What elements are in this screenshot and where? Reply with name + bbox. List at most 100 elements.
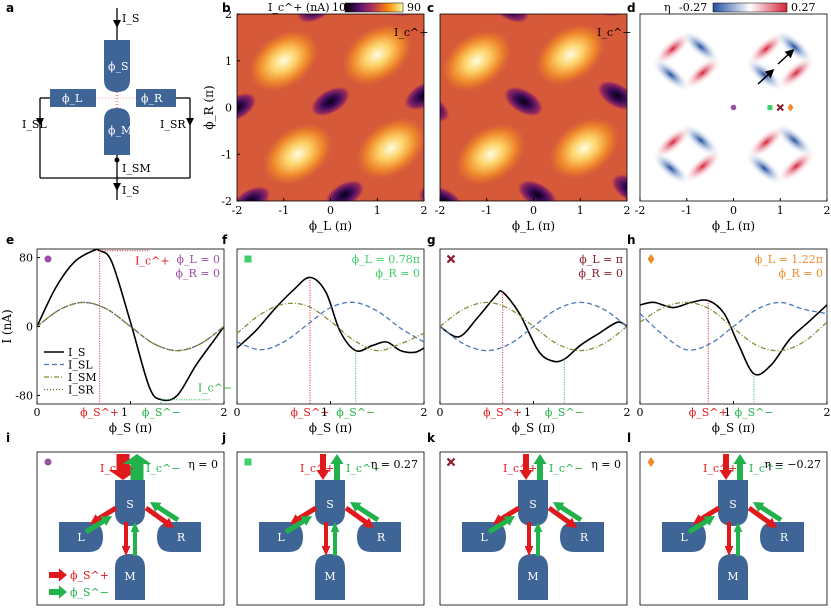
legend-arrow-minus [49,585,67,599]
map-negative-region [744,57,784,92]
phi-plus-tick-label: ϕ_S^+ [689,406,728,419]
panel-letter-l: l [627,431,631,445]
panel-frame [439,451,628,606]
current-arrow-plus [693,505,721,524]
x-tick-label: 0 [530,204,537,217]
marker-diamond-icon [647,457,655,467]
arrow-icon [113,20,121,28]
map-negative-region [774,29,814,64]
Ic-plus-label: I_c^+ [100,462,134,475]
colorbar-min: -0.27 [679,1,707,14]
label-phiL: ϕ_L [62,92,83,105]
legend-phi-plus: ϕ_S^+ [70,569,109,582]
legend-label: I_S [68,346,85,359]
map-negative-region [681,123,721,158]
map-positive-region [653,125,693,160]
y-tick-label: -1 [221,148,232,161]
phi-plus-tick-label: ϕ_S^+ [290,406,329,419]
map-negative-region [651,151,691,186]
label-ISM: I_SM [122,162,151,175]
x-tick-label: 2 [221,406,228,419]
Ic-minus-label: I_c^− [549,462,583,475]
legend-label: I_SM [68,371,97,384]
current-arrow-minus [553,502,583,523]
electrode-S-label: S [729,498,737,511]
electrode-S [104,40,130,92]
current-arrow-minus [533,454,547,480]
Ic-minus-label: I_c^− [749,462,783,475]
electrode-M [104,108,130,155]
electrode-R-label: R [580,531,589,544]
map-bright-region [549,117,619,179]
x-tick-label: 2 [421,204,428,217]
phase-annotation: ϕ_R = 0 [779,267,824,280]
panel-letter-c: c [427,1,434,15]
schematic-panel: I_S ϕ_S ϕ_L ϕ_R ϕ_M I_SL I_SR I_SM I_S [22,8,194,200]
phase-annotation: ϕ_R = 0 [176,267,221,280]
panel-letter-j: j [221,431,226,445]
series-solid-line [236,276,425,354]
eta-label: η = −0.27 [764,458,821,471]
Ic-minus-label: I_c^− [198,382,232,395]
electrode-S-label: S [529,498,537,511]
electrode-M-label: M [124,570,135,583]
phase-annotation: ϕ_L = π [579,253,623,266]
arrow-icon [777,48,795,65]
x-axis-label: ϕ_S (π) [109,421,152,435]
map-dark-region [526,267,576,310]
x-tick-label: 2 [624,406,631,419]
x-axis-label: ϕ_L (π) [309,219,352,233]
x-tick-label: -1 [681,204,692,217]
x-tick-label: 1 [321,406,328,419]
current-arrow-minus [687,516,715,535]
y-tick-label: -80 [15,389,33,402]
label-IS-bottom: I_S [122,184,139,197]
x-axis-label: ϕ_L (π) [512,219,555,233]
map-dark-region [620,261,670,304]
x-tick-label: -1 [481,204,492,217]
map-bright-region [249,30,319,92]
y-tick-label: 2 [225,8,232,21]
colorbar-title: η [664,1,671,14]
colorbar-max: 0.27 [791,1,816,14]
x-tick-label: 0 [327,204,334,217]
series-solid-line [439,289,628,363]
series-solid-line [36,248,225,402]
arrow-icon [757,68,775,85]
x-tick-label: -2 [232,204,243,217]
map-negative-region [647,239,695,284]
current-arrow-minus [284,516,312,535]
electrode-R [136,89,176,107]
x-tick-label: 2 [824,406,831,419]
panel-letter-g: g [427,233,436,247]
current-arrow-plus [547,505,577,528]
phase-annotation: ϕ_R = 0 [579,267,624,280]
current-arrow-minus [330,454,344,480]
electrode-M [718,554,748,600]
x-tick-label: 1 [524,406,531,419]
electrode-L-label: L [480,531,488,544]
series-dashdot-line [236,302,425,352]
panel-letter-d: d [627,1,636,15]
panel-letter-i: i [6,431,10,445]
electrode-R [157,522,201,552]
electrode-R [560,522,604,552]
x-tick-label: 0 [637,406,644,419]
map-c-corner-label: I_c^− [597,26,631,39]
Ic-minus-label: I_c^− [146,462,180,475]
label-IS-top: I_S [122,12,139,25]
marker-circle-icon [44,458,52,466]
map-dark-region [240,273,290,316]
map-positive-region [683,55,723,90]
phase-annotation: ϕ_L = 0.78π [352,253,420,266]
x-tick-label: 0 [34,406,41,419]
map-negative-region [744,151,784,186]
map-dark-region [404,80,424,111]
series-dashdot-line [36,301,225,352]
x-tick-label: -1 [278,204,289,217]
electrode-S [115,480,145,526]
phi-plus-tick-label: ϕ_S^+ [483,406,522,419]
